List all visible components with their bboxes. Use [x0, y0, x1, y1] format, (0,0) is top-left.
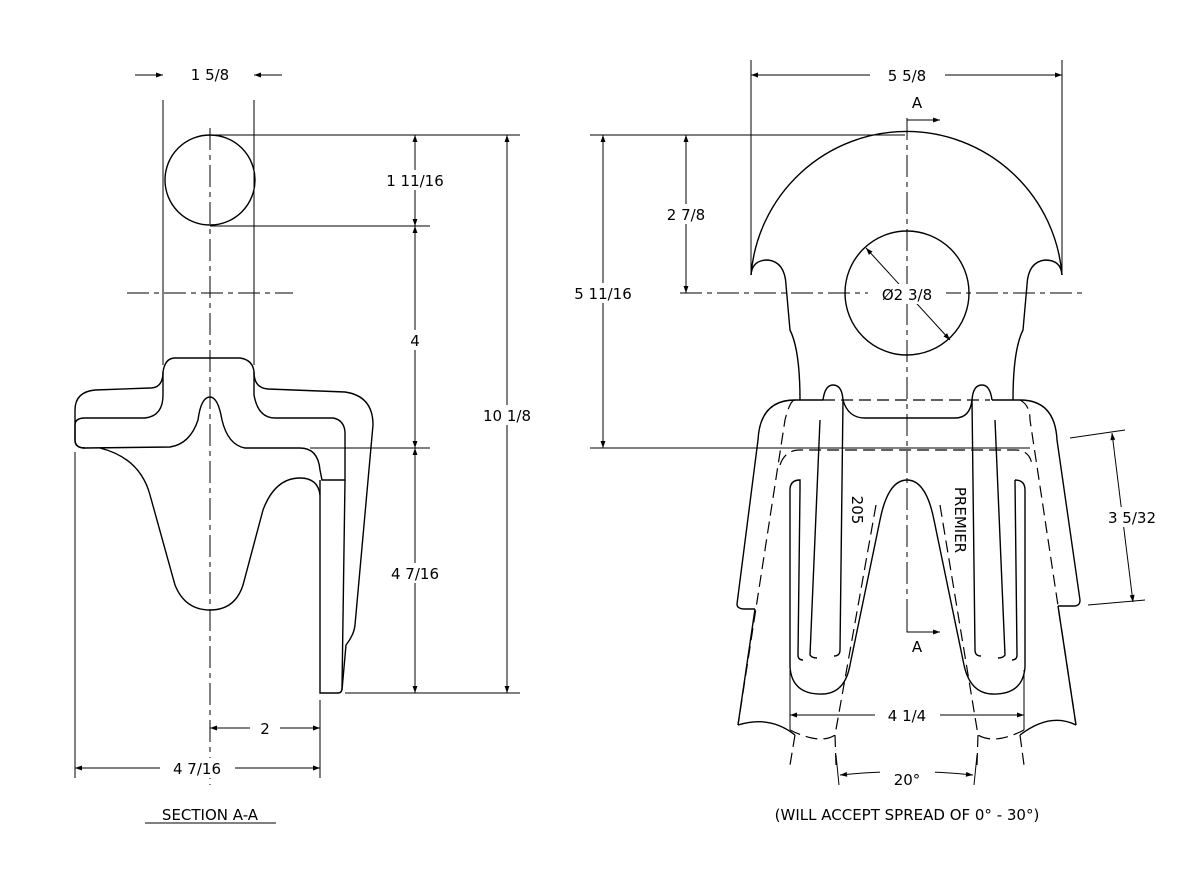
spread-note: (WILL ACCEPT SPREAD OF 0° - 30°): [775, 806, 1040, 824]
dim-front-overall-width: 5 5/8: [888, 67, 926, 85]
section-marker-top: A: [912, 94, 923, 112]
section-title: SECTION A-A: [162, 806, 259, 824]
section-view: 1 5/8 1 11/16 4 4 7/16 10 1/8 2 4 7/16 S…: [74, 66, 542, 824]
section-marker-bottom: A: [912, 638, 923, 656]
label-model: 205: [848, 496, 866, 525]
dim-ring-height: 1 11/16: [386, 172, 444, 190]
side-plate: [319, 479, 346, 694]
dim-overall-width: 4 7/16: [173, 760, 221, 778]
dim-leg-spacing: 4 1/4: [888, 707, 926, 725]
dim-overall-height: 10 1/8: [483, 407, 531, 425]
dim-center-to-flange: 4: [410, 332, 420, 350]
dim-spread-angle: 20°: [894, 771, 921, 789]
dim-center-to-plate: 2: [260, 720, 270, 738]
dim-leg-length: 3 5/32: [1108, 509, 1156, 527]
hatched-section: [74, 357, 346, 481]
dim-hole-diameter: Ø2 3/8: [882, 286, 932, 304]
dim-top-to-center: 2 7/8: [667, 206, 705, 224]
dim-front-overall-height: 5 11/16: [574, 285, 632, 303]
adapter-body-outline: [74, 371, 374, 691]
cavity-outline: [99, 447, 321, 611]
dim-flange-to-bottom: 4 7/16: [391, 565, 439, 583]
label-brand: PREMIER: [951, 487, 969, 553]
front-view: A A 5 5/8 5 11/16 2 7/8 Ø2 3/8 3 5/32: [560, 60, 1170, 824]
dim-width-top: 1 5/8: [191, 66, 229, 84]
